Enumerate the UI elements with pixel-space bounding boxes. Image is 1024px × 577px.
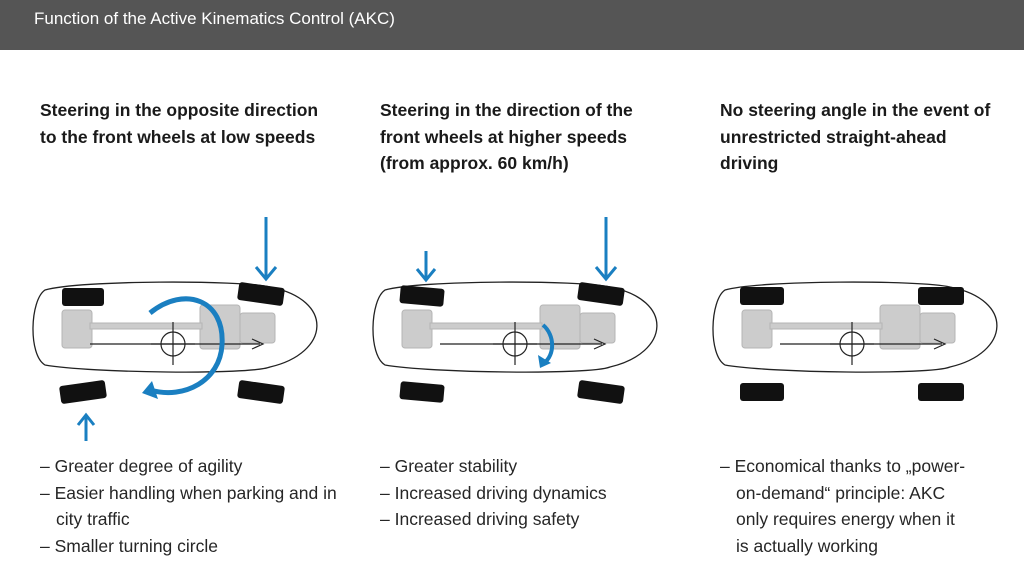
car-body-outline [372, 281, 658, 373]
column-3-bullets: – Economical thanks to „power-on-demand“… [720, 453, 970, 560]
force-arrow-down-icon [254, 217, 278, 282]
rotation-arrow-icon [538, 323, 555, 368]
rotation-arrow-icon [142, 296, 225, 399]
tire [399, 282, 625, 404]
car-diagram-straight-ahead [712, 281, 998, 401]
column-2-heading: Steering in the direction of the front w… [380, 100, 633, 173]
rear-left-tire [62, 288, 104, 306]
rear-right-tire [59, 380, 107, 404]
front-left-tire [237, 282, 285, 306]
center-of-gravity-icon [830, 322, 874, 365]
column-1-bullets: – Greater degree of agility – Easier han… [40, 453, 340, 560]
column-1-heading: Steering in the opposite direction to th… [40, 100, 319, 147]
force-arrow-up-icon [76, 412, 96, 441]
center-of-gravity-icon [151, 322, 195, 365]
force-arrow-down-icon [594, 217, 618, 282]
front-right-tire [237, 380, 285, 404]
list-item: – Economical thanks to „power-on-demand“… [720, 456, 966, 557]
list-item: – Greater degree of agility [40, 456, 243, 476]
list-item: – Greater stability [380, 456, 518, 476]
title-bar: Function of the Active Kinematics Contro… [0, 0, 1024, 50]
tire [740, 287, 964, 401]
car-diagram-opposite-steering [32, 217, 318, 441]
force-arrow-down-icon [415, 251, 437, 283]
chassis-frame [741, 304, 956, 350]
list-item: – Easier handling when parking and in ci… [40, 482, 337, 530]
front-left-tire [918, 287, 964, 305]
chassis-frame [61, 304, 276, 350]
direction-arrowhead [933, 338, 947, 350]
list-item: – Smaller turning circle [40, 536, 218, 557]
chassis-frame [401, 304, 616, 350]
direction-arrowhead [251, 338, 265, 350]
car-body-outline [712, 281, 998, 373]
rear-right-tire [399, 381, 445, 403]
column-3-heading: No steering angle in the event of unrest… [720, 100, 991, 173]
list-item: – Increased driving dynamics [380, 482, 607, 503]
car-diagram-same-direction-steering [372, 217, 658, 404]
rear-right-tire [740, 383, 784, 401]
rear-left-tire [740, 287, 784, 305]
page-title: Function of the Active Kinematics Contro… [34, 9, 395, 28]
list-item: – Increased driving safety [380, 509, 580, 530]
center-of-gravity-icon [493, 322, 537, 365]
column-2-bullets: – Greater stability – Increased driving … [380, 453, 680, 533]
car-body-outline [32, 281, 318, 373]
direction-arrowhead [593, 338, 607, 350]
tire [59, 282, 285, 404]
front-right-tire [918, 383, 964, 401]
rear-left-tire [399, 285, 445, 307]
front-right-tire [577, 380, 625, 404]
front-left-tire [577, 282, 625, 306]
